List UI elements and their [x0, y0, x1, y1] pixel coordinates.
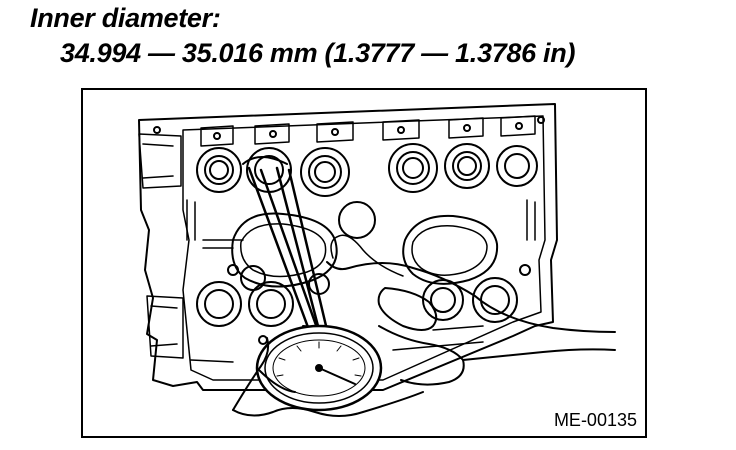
spec-value: 34.994 — 35.016 mm (1.3777 — 1.3786 in): [60, 38, 576, 68]
figure-id: ME-00135: [551, 410, 639, 430]
cylinder-head-bore-gauge-illustration: [138, 103, 616, 417]
illustration-frame: ME-00135: [81, 88, 647, 438]
spec-label: Inner diameter:: [30, 3, 221, 33]
lifter-bores-bottom: [196, 264, 531, 345]
bore-gauge: [242, 156, 383, 412]
cylinder-head: [138, 103, 558, 391]
hand: [232, 234, 616, 417]
lifter-bores-top: [196, 143, 538, 197]
head-ribs: [186, 199, 536, 363]
combustion-chambers: [231, 201, 499, 295]
